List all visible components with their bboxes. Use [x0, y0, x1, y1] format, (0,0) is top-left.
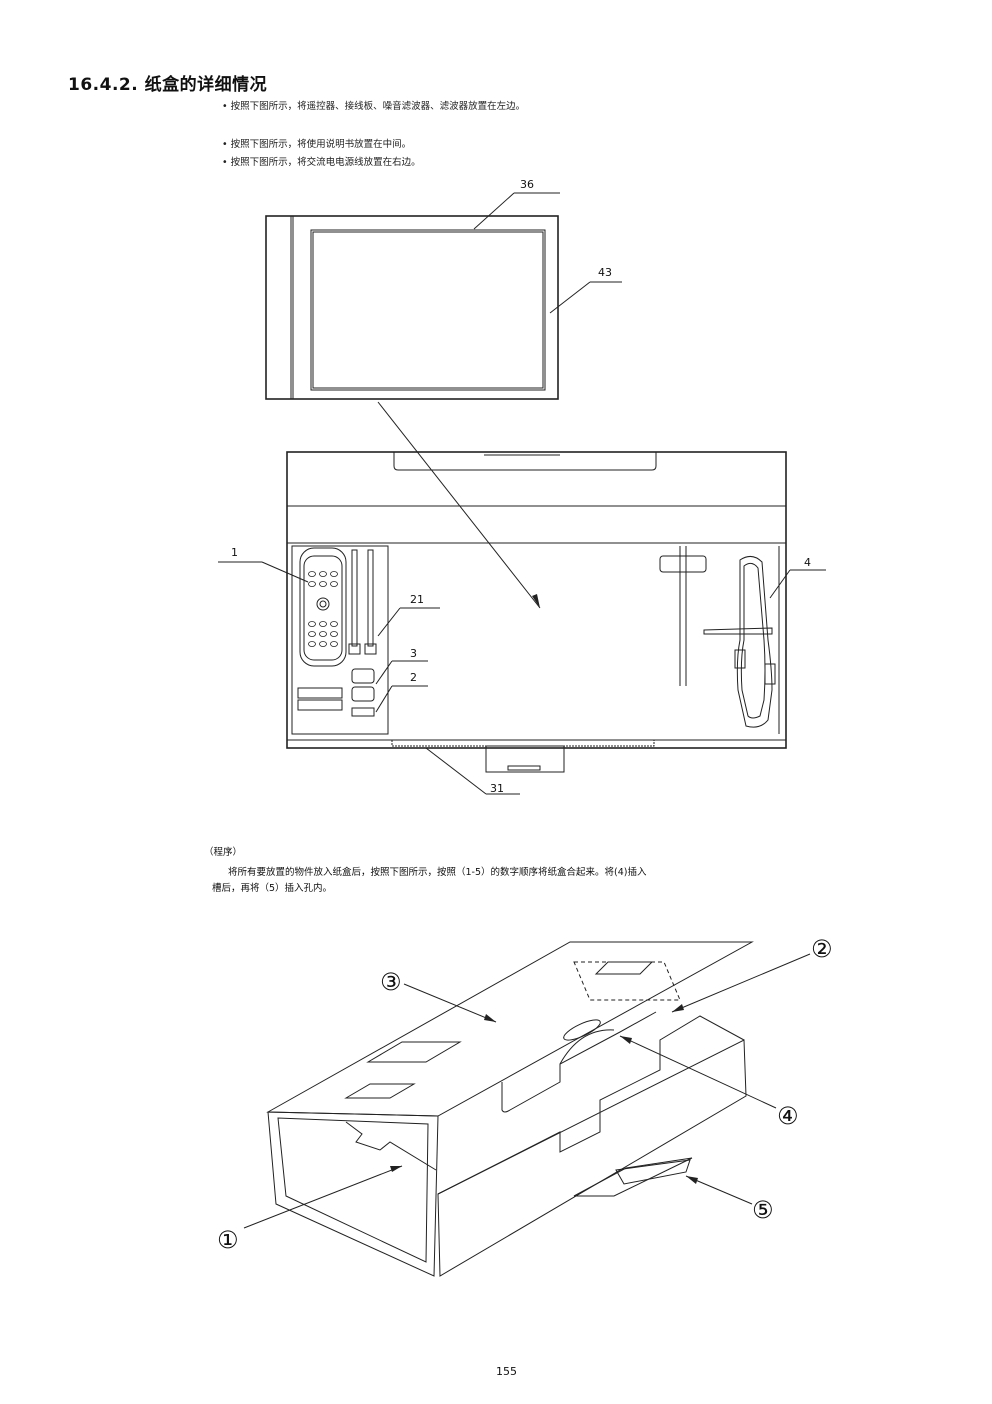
filter [351, 686, 375, 702]
label-2: 2 [410, 671, 417, 684]
label-3: 3 [410, 647, 417, 660]
note-center-manual: 按照下图所示，将使用说明书放置在中间。 [222, 136, 412, 150]
label-43: 43 [598, 266, 612, 279]
noise-filter [351, 668, 375, 684]
label-21: 21 [410, 593, 424, 606]
connector-board [351, 707, 375, 717]
step-2-marker: ② [811, 935, 833, 963]
instruction-card-1 [297, 687, 343, 699]
procedure-text-1: 将所有要放置的物件放入纸盒后，按照下图所示，按照（1-5）的数字顺序将纸盒合起来… [228, 867, 647, 878]
instruction-card-2 [297, 699, 343, 711]
step-5-marker: ⑤ [752, 1196, 774, 1224]
carton-box [286, 451, 787, 773]
label-31: 31 [490, 782, 504, 795]
step-4-marker: ④ [777, 1102, 799, 1130]
note-left-items: 按照下图所示，将遥控器、接线板、噪音滤波器、滤波器放置在左边。 [222, 98, 526, 112]
monitor-panel [265, 215, 559, 400]
procedure-heading: （程序） [204, 847, 243, 858]
label-4: 4 [804, 556, 811, 569]
page-number: 155 [496, 1365, 517, 1378]
procedure-text-2: 槽后，再将（5）插入孔内。 [212, 883, 333, 894]
remote-control [299, 547, 347, 667]
power-cord [703, 556, 776, 728]
note-right-cord: 按照下图所示，将交流电电源线放置在右边。 [222, 154, 421, 168]
section-title: 16.4.2. 纸盒的详细情况 [68, 75, 268, 95]
label-1: 1 [231, 546, 238, 559]
cord-clip [659, 555, 707, 573]
box-folding-diagram [266, 941, 754, 1277]
label-36: 36 [520, 178, 534, 191]
step-1-marker: ① [217, 1226, 239, 1254]
filter-rods [348, 549, 377, 655]
step-3-marker: ③ [380, 968, 402, 996]
